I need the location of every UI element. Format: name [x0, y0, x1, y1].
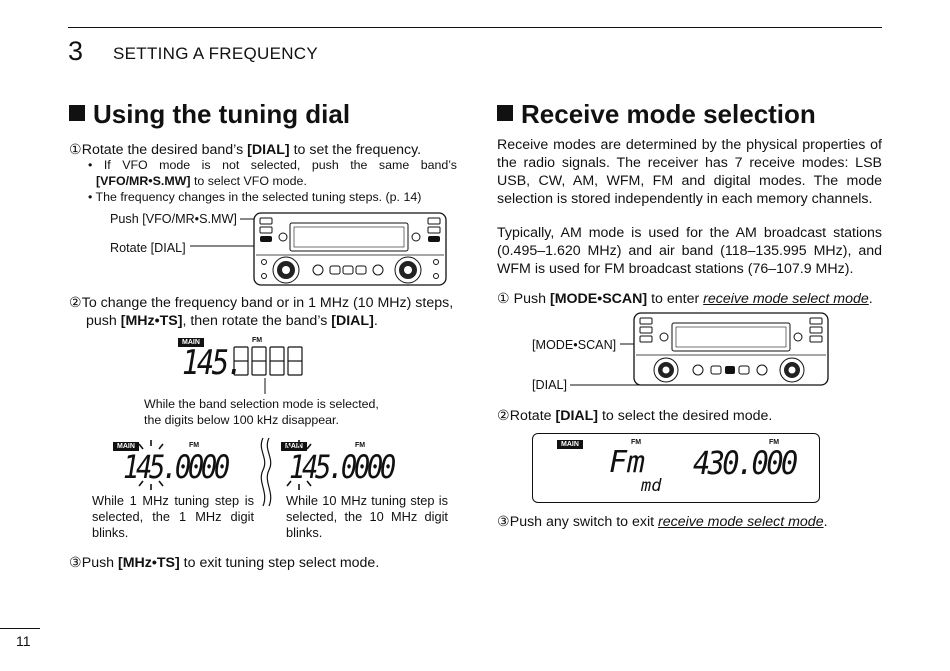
left-step3: ③Push [MHz•TS] to exit tuning step selec…: [69, 555, 380, 571]
lcd-fm-left: FM: [631, 439, 642, 446]
left-step1: ①Rotate the desired band’s [DIAL] to set…: [69, 142, 422, 158]
caption-10mhz: While 10 MHz tuning step is selected, th…: [286, 493, 448, 540]
lcd-a-digits: 145.0000: [123, 448, 230, 486]
lcd-1mhz-step: MAIN FM 145.0000: [113, 440, 253, 490]
blink-rays-icon: [286, 440, 312, 490]
right-para1: Receive modes are determined by the phys…: [497, 137, 882, 207]
callout-push-vfo: Push [VFO/MR•S.MW]: [110, 212, 237, 226]
left-step2-line2: push [MHz•TS], then rotate the band’s [D…: [86, 313, 378, 329]
lcd-mode-text: Fm: [609, 445, 646, 480]
right-step2: ②Rotate [DIAL] to select the desired mod…: [497, 408, 773, 424]
radio-front-panel-illustration: [570, 312, 829, 386]
caption-band-1: While the band selection mode is selecte…: [144, 397, 379, 411]
caption-band-2: the digits below 100 kHz disappear.: [144, 413, 339, 427]
page-number: 11: [16, 633, 31, 649]
right-section-title: Receive mode selection: [497, 99, 816, 130]
lcd-fm-indicator: FM: [252, 337, 263, 344]
lcd-b-fm: FM: [355, 442, 366, 449]
callout-dial: [DIAL]: [532, 378, 567, 392]
lcd-a-main-badge: MAIN: [113, 442, 139, 451]
blink-rays-icon: [138, 440, 164, 490]
lcd-sub-text: md: [641, 476, 662, 496]
footer-rule: [0, 628, 40, 629]
circled-number-3: ③: [497, 514, 510, 530]
left-section-title: Using the tuning dial: [69, 99, 350, 130]
callout-mode-scan: [MODE•SCAN]: [532, 338, 617, 352]
right-para2: Typically, AM mode is used for the AM br…: [497, 225, 882, 277]
header-rule: [68, 27, 882, 28]
circled-number-2: ②: [497, 408, 510, 424]
left-step2: ②To change the frequency band or in 1 MH…: [69, 295, 454, 311]
left-step1-bullet1-cont: [VFO/MR•S.MW] to select VFO mode.: [96, 174, 307, 188]
square-bullet-icon: [497, 105, 513, 121]
lcd-band-selection: MAIN FM 145.: [178, 337, 308, 383]
callout-rotate-dial: Rotate [DIAL]: [110, 241, 186, 255]
circled-number-2: ②: [69, 295, 82, 311]
caption-bracket-line: [264, 378, 266, 394]
radio-front-panel-illustration: [190, 212, 447, 286]
left-step1-bullet1: • If VFO mode is not selected, push the …: [88, 158, 457, 172]
chapter-title: SETTING A FREQUENCY: [113, 44, 319, 63]
lcd-fm-right: FM: [769, 439, 780, 446]
lcd-frequency: 430.000: [693, 444, 798, 482]
lcd-10mhz-step: MAIN FM 145.0000: [281, 440, 421, 490]
caption-1mhz: While 1 MHz tuning step is selected, the…: [92, 493, 254, 540]
left-step1-bullet2: • The frequency changes in the selected …: [88, 190, 422, 204]
lcd-b-main-badge: MAIN: [281, 442, 307, 451]
lcd-main-badge: MAIN: [178, 338, 204, 347]
blank-digit-segments: [233, 346, 303, 376]
lcd-main-badge: MAIN: [557, 440, 583, 449]
lcd-a-fm: FM: [189, 442, 200, 449]
lcd-receive-mode: MAIN FM FM Fm md 430.000: [532, 433, 820, 503]
circled-number-1: ①: [497, 291, 510, 307]
right-step3: ③Push any switch to exit receive mode se…: [497, 514, 828, 530]
chapter-number: 3: [68, 36, 84, 66]
circled-number-1: ①: [69, 142, 82, 158]
circled-number-3: ③: [69, 555, 82, 571]
right-step1: ① Push [MODE•SCAN] to enter receive mode…: [497, 291, 873, 307]
lcd-b-digits: 145.0000: [289, 448, 396, 486]
square-bullet-icon: [69, 105, 85, 121]
wave-separator-icon: [260, 437, 272, 507]
